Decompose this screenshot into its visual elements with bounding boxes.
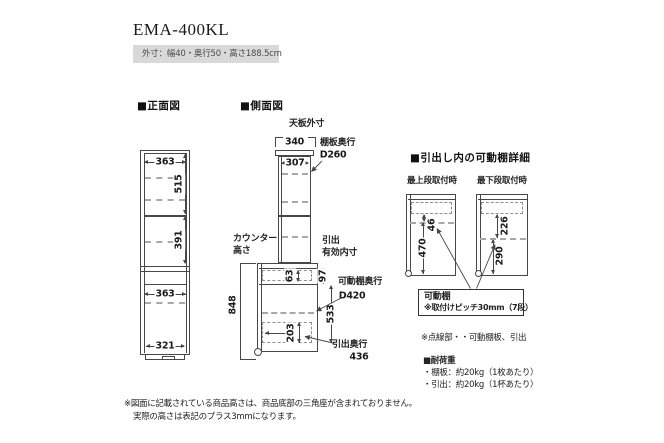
detail-right-caster-wheel — [474, 269, 482, 277]
detail-left-bottom-gap-value: 470 — [416, 237, 429, 259]
drawer-depth-label: 引出奥行 — [332, 340, 368, 350]
front-lower-width-value: 363 — [154, 288, 176, 300]
detail-left-top-gap-dimline — [421, 214, 426, 221]
front-movable-shelf-dash-1 — [145, 177, 185, 179]
front-upper-height-value: 515 — [173, 173, 185, 195]
side-upper-cabinet-outline — [277, 155, 311, 263]
detail-right-top-gap-value: 226 — [499, 215, 511, 237]
side-counter-inner-line — [258, 267, 317, 269]
detail-left-topboard-line — [407, 198, 455, 200]
top-drawer-height-value: 63 — [284, 268, 296, 283]
side-top-board-value: 340 — [284, 135, 305, 148]
side-340-bracket-left — [274, 136, 283, 147]
counter-height-label-1: カウンター — [233, 234, 278, 244]
load-capacity-shelf: ・棚板：約20kg（1枚あたり） — [423, 368, 539, 378]
movable-shelf-callout-box — [418, 289, 524, 316]
front-middle-height-dimline — [182, 216, 187, 263]
side-upper-shelf-dash-2 — [282, 201, 308, 203]
counter-height-bracket-top-tick — [240, 263, 256, 264]
front-plinth — [145, 355, 185, 360]
detail-right-top-gap-dimline — [494, 214, 499, 238]
bottom-drawer-height-dimline — [297, 322, 301, 343]
counter-height-label-2: 高さ — [233, 246, 251, 256]
drawer-inner-label-1: 引出 — [322, 236, 340, 246]
front-fixed-shelf-line — [143, 215, 187, 217]
front-inner-left-line — [143, 152, 145, 353]
detail-right-drawer-dashed — [481, 202, 523, 214]
drawer-inner-label-2: 有効内寸 — [322, 248, 358, 258]
front-movable-shelf-dash-3 — [145, 241, 185, 243]
movable-shelf-depth-value: D420 — [338, 290, 366, 302]
side-inner-width-value: 307 — [284, 156, 306, 169]
drawer-depth-value: 436 — [349, 351, 369, 363]
top-drawer-height-dimline — [295, 270, 300, 281]
side-caster-wheel — [253, 348, 262, 356]
front-inner-right-line — [185, 152, 187, 353]
front-top-width-value: 363 — [154, 156, 176, 168]
detail-left-inner-line — [409, 195, 411, 275]
detail-right-cabinet-outline — [476, 194, 528, 276]
detail-left-top-gap-value: 46 — [426, 217, 438, 233]
front-center-foot — [161, 355, 175, 360]
side-movable-shelf-dash — [262, 311, 314, 314]
detail-left-drawer-dashed — [411, 202, 452, 214]
front-cabinet-outline — [140, 150, 190, 355]
lower-section-height-value: 533 — [324, 303, 337, 325]
front-counter-line-1 — [140, 265, 190, 267]
detail-section-heading: ■引出し内の可動棚詳細 — [410, 152, 531, 164]
detail-right-topboard-line — [477, 198, 527, 200]
outer-dimensions-banner: 外寸：幅40・奥行50・高さ188.5cm — [133, 45, 282, 63]
detail-right-title: 最下段取付時 — [477, 176, 527, 186]
front-counter-line-2 — [140, 270, 190, 272]
front-movable-shelf-dash-4 — [145, 302, 185, 304]
bottom-drawer-height-value: 203 — [284, 322, 297, 343]
bottom-drawer-leader-line — [264, 331, 287, 335]
front-middle-height-value: 391 — [173, 229, 185, 251]
top-section-height-value: 97 — [317, 268, 329, 283]
side-view-heading: ■側面図 — [240, 100, 284, 112]
movable-shelf-depth-label: 可動棚奥行 — [338, 277, 383, 287]
side-upper-shelf-dash-3 — [282, 236, 308, 238]
movable-shelf-callout-pitch: ※取付けピッチ30mm（7段） — [424, 303, 533, 312]
counter-height-value: 848 — [226, 294, 239, 316]
shelf-depth-value: D260 — [319, 149, 347, 161]
side-340-bracket-right — [307, 136, 316, 147]
detail-right-shelf-dash — [480, 238, 526, 240]
front-view-heading: ■正面図 — [137, 100, 181, 112]
footnote-line-2: 実際の高さは表記のプラス3mmになります。 — [133, 411, 301, 422]
front-drawer-line — [143, 283, 187, 285]
shelf-depth-leader — [311, 160, 323, 172]
front-bottom-width-value: 321 — [154, 340, 176, 352]
side-upper-shelf-dash-1 — [282, 173, 308, 175]
detail-right-bottom-gap-value: 290 — [494, 245, 506, 267]
front-movable-shelf-dash-2 — [145, 199, 185, 201]
load-capacity-heading: ■耐荷重 — [423, 356, 456, 366]
front-upper-height-dimline — [182, 153, 187, 214]
detail-right-inner-line — [479, 195, 481, 275]
front-inner-top-line — [143, 153, 187, 154]
side-lower-divider-line — [258, 283, 317, 285]
counter-height-bracket — [240, 263, 241, 359]
side-upper-inner-left-line — [281, 156, 282, 262]
load-capacity-drawer: ・引出：約20kg（1杯あたり） — [423, 380, 539, 390]
page-title: EMA-400KL — [133, 20, 230, 39]
shelf-depth-label: 棚板奥行 — [320, 138, 356, 148]
side-lower-inner-left-line — [260, 263, 262, 352]
detail-left-title: 最上段取付時 — [407, 176, 457, 186]
dotted-line-note: ※点線部・・可動棚板、引出 — [421, 333, 527, 343]
detail-left-caster-wheel — [404, 269, 412, 277]
side-top-board — [275, 150, 314, 156]
top-board-label: 天板外寸 — [289, 119, 325, 129]
side-fixed-shelf-line — [279, 215, 310, 217]
movable-shelf-callout-title: 可動棚 — [424, 292, 451, 302]
counter-height-bracket-bottom-tick — [240, 358, 256, 360]
footnote-line-1: ※図面に記載されている商品高さは、商品底部の三角座が含まれておりません。 — [124, 399, 417, 409]
